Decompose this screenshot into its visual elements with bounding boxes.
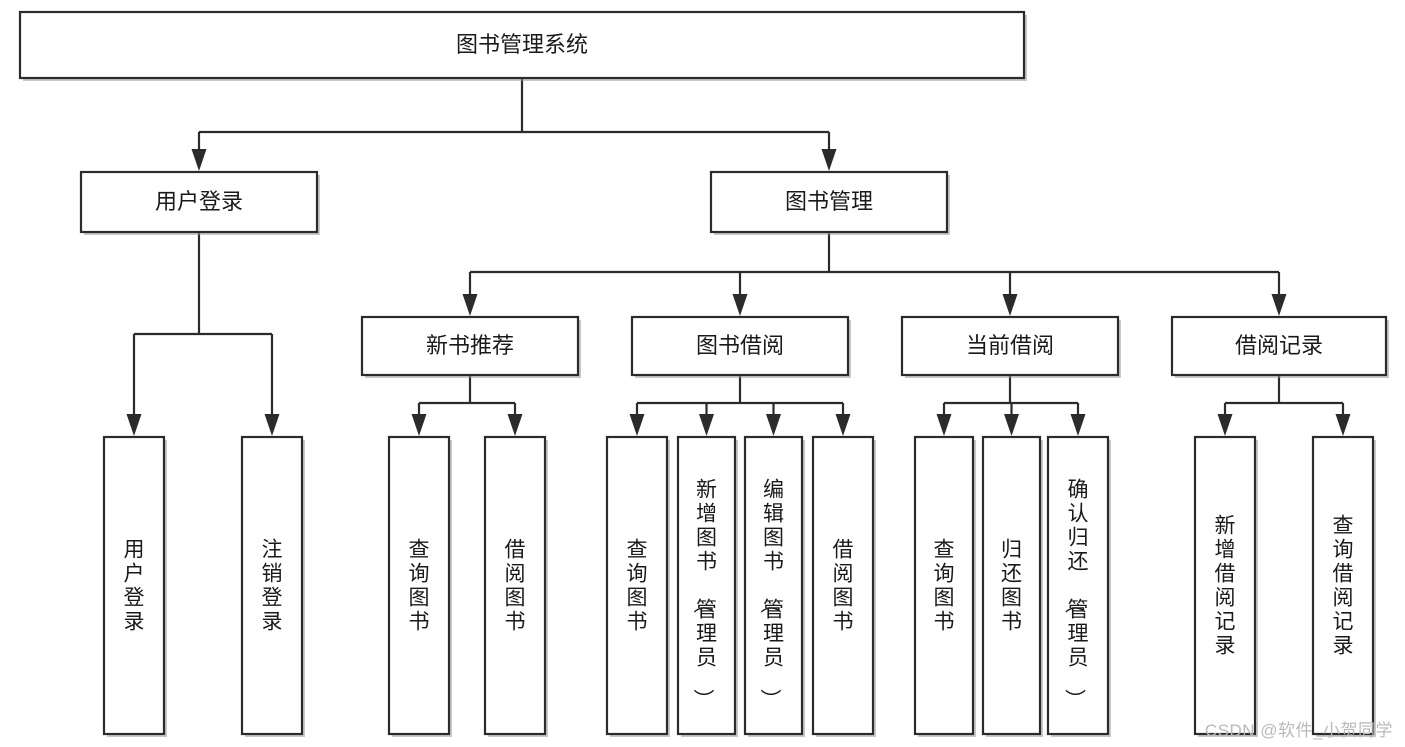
node-box-l7[interactable]: 编辑图书（管理员） (743, 435, 805, 737)
node-rect[interactable] (360, 315, 580, 377)
node-rect[interactable] (743, 435, 804, 736)
node-label: 新增图书（管理员） (691, 479, 717, 710)
arrow-head-icon (1271, 294, 1287, 316)
node-label: 图书管理系统 (456, 32, 588, 57)
node-box-l1[interactable]: 用户登录 (102, 435, 167, 737)
node-box-l9[interactable]: 查询图书 (913, 435, 976, 737)
connector-borrow-branch (629, 375, 851, 436)
node-box-l4[interactable]: 借阅图书 (483, 435, 548, 737)
arrow-head-icon (411, 414, 427, 436)
node-label: 借阅图书 (833, 539, 854, 634)
arrow-head-icon (126, 414, 142, 436)
node-box-l13[interactable]: 查询借阅记录 (1311, 435, 1376, 737)
arrow-head-icon (1004, 414, 1019, 436)
node-box-l12[interactable]: 新增借阅记录 (1193, 435, 1258, 737)
node-box-root[interactable]: 图书管理系统 (18, 10, 1027, 81)
node-box-l6[interactable]: 新增图书（管理员） (676, 435, 738, 737)
node-rect[interactable] (709, 170, 949, 234)
node-label: 借阅图书 (505, 539, 526, 634)
node-label: 用户登录 (155, 189, 243, 214)
node-label: 归还图书 (1001, 539, 1022, 634)
node-box-n_current[interactable]: 当前借阅 (900, 315, 1121, 378)
node-label: 新增借阅记录 (1215, 515, 1236, 658)
node-label: 图书借阅 (696, 333, 784, 358)
arrow-head-icon (191, 149, 207, 171)
node-box-l8[interactable]: 借阅图书 (811, 435, 876, 737)
arrow-head-icon (462, 294, 478, 316)
node-label: 查询借阅记录 (1333, 515, 1354, 658)
node-rect[interactable] (102, 435, 166, 736)
arrow-head-icon (264, 414, 280, 436)
connector-current-branch (936, 375, 1086, 436)
arrow-head-icon (507, 414, 523, 436)
node-box-n_user_login[interactable]: 用户登录 (79, 170, 320, 235)
node-rect[interactable] (676, 435, 737, 736)
arrow-head-icon (699, 414, 714, 436)
arrow-head-icon (1070, 414, 1086, 436)
arrow-head-icon (936, 414, 952, 436)
node-box-n_records[interactable]: 借阅记录 (1170, 315, 1389, 378)
node-label: 编辑图书（管理员） (758, 479, 784, 710)
connector-records-branch (1217, 375, 1351, 436)
node-rect[interactable] (900, 315, 1120, 377)
node-label: 用户登录 (124, 539, 145, 634)
node-label: 当前借阅 (966, 333, 1054, 358)
node-layer: 图书管理系统用户登录图书管理新书推荐图书借阅当前借阅借阅记录用户登录注销登录查询… (18, 10, 1389, 737)
node-rect[interactable] (1311, 435, 1375, 736)
watermark-text: CSDN @软件_小贺同学 (1204, 721, 1393, 740)
node-box-n_new_rec[interactable]: 新书推荐 (360, 315, 581, 378)
connector-new-rec-branch (411, 375, 523, 436)
node-box-l2[interactable]: 注销登录 (240, 435, 305, 737)
arrow-head-icon (629, 414, 645, 436)
arrow-head-icon (1335, 414, 1351, 436)
arrow-head-icon (835, 414, 851, 436)
node-label: 图书管理 (785, 189, 873, 214)
node-rect[interactable] (1170, 315, 1388, 377)
connector-root-branch (191, 78, 837, 171)
node-box-l10[interactable]: 归还图书 (981, 435, 1043, 737)
node-rect[interactable] (240, 435, 304, 736)
node-rect[interactable] (387, 435, 451, 736)
arrow-head-icon (732, 294, 748, 316)
node-label: 查询图书 (409, 539, 430, 634)
node-box-l3[interactable]: 查询图书 (387, 435, 452, 737)
node-rect[interactable] (630, 315, 850, 377)
node-box-n_book_mgmt[interactable]: 图书管理 (709, 170, 950, 235)
connector-user-login-branch (126, 232, 280, 436)
node-box-l11[interactable]: 确认归还（管理员） (1046, 435, 1111, 737)
node-rect[interactable] (18, 10, 1026, 80)
node-rect[interactable] (483, 435, 547, 736)
node-label: 借阅记录 (1235, 333, 1323, 358)
node-label: 注销登录 (262, 539, 283, 634)
arrow-head-icon (1217, 414, 1233, 436)
node-label: 查询图书 (934, 539, 955, 634)
node-rect[interactable] (79, 170, 319, 234)
node-rect[interactable] (605, 435, 669, 736)
node-box-l5[interactable]: 查询图书 (605, 435, 670, 737)
node-label: 确认归还（管理员） (1063, 479, 1089, 710)
node-box-n_borrow[interactable]: 图书借阅 (630, 315, 851, 378)
node-rect[interactable] (811, 435, 875, 736)
arrow-head-icon (1002, 294, 1018, 316)
node-label: 查询图书 (627, 539, 648, 634)
node-rect[interactable] (1046, 435, 1110, 736)
arrow-head-icon (821, 149, 837, 171)
node-rect[interactable] (913, 435, 975, 736)
node-rect[interactable] (1193, 435, 1257, 736)
arrow-head-icon (766, 414, 781, 436)
node-rect[interactable] (981, 435, 1042, 736)
node-label: 新书推荐 (426, 333, 514, 358)
connector-book-mgmt-branch (462, 232, 1287, 316)
connector-layer (126, 78, 1351, 436)
